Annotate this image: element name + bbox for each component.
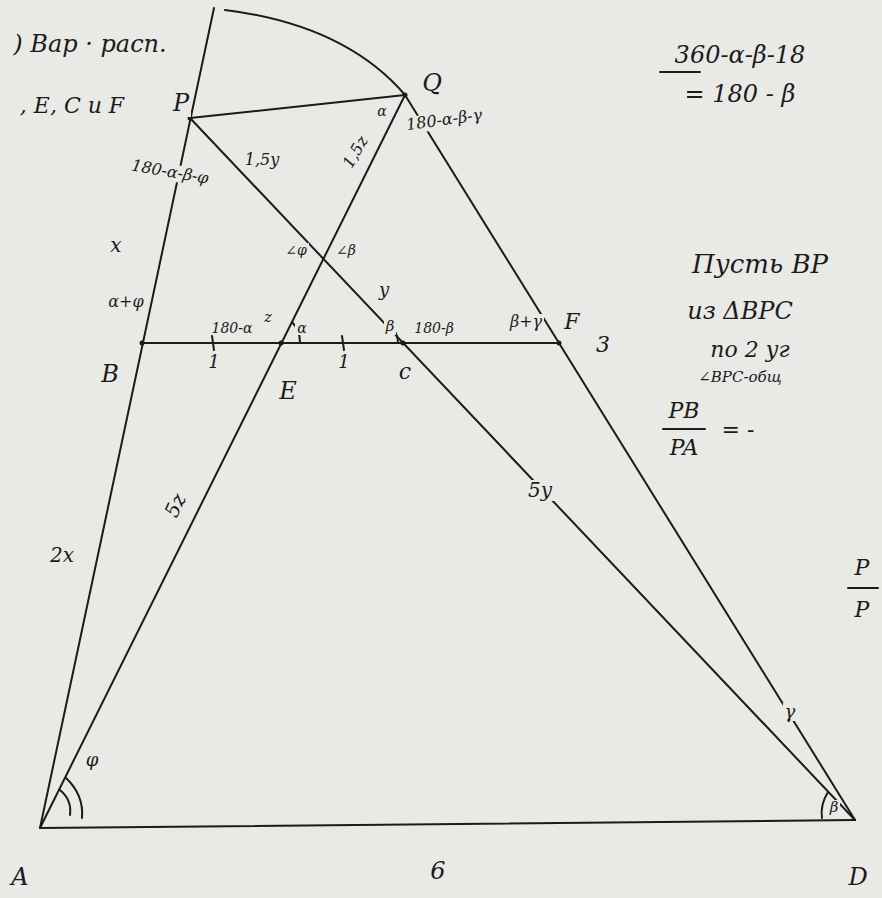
figure-label: PA — [668, 436, 701, 459]
figure-label: ∠BPC-общ — [696, 370, 783, 386]
figure-label: PB — [667, 399, 702, 422]
figure-label: β — [384, 319, 397, 335]
figure-label: 5y — [526, 480, 554, 501]
angle-arc — [66, 778, 82, 818]
tick-mark — [342, 336, 344, 350]
point — [403, 93, 408, 98]
figure-label: E — [277, 379, 299, 404]
figure-label: φ — [84, 751, 101, 770]
line-ap — [40, 8, 214, 828]
figure-label: c — [397, 360, 413, 383]
figure-label: 1 — [336, 353, 351, 372]
figure-label: Пусть BP — [690, 251, 830, 278]
figure-label: 180-α-β-γ — [403, 106, 485, 134]
circle-arc — [225, 10, 405, 95]
figure-label: α — [295, 321, 308, 336]
figure-label: = - — [720, 418, 757, 441]
point — [557, 341, 562, 346]
tick-mark — [212, 336, 214, 350]
figure-label: P — [853, 598, 872, 621]
fraction-bar — [848, 587, 878, 589]
figure-label: y — [377, 281, 391, 300]
figure-label: , E, C и F — [18, 94, 126, 117]
line-ad — [40, 820, 855, 828]
figure-label: 1 — [206, 353, 221, 372]
figure-label: β+γ — [508, 314, 544, 331]
figure-label: ∠φ — [283, 243, 309, 258]
figure-label: γ — [783, 703, 798, 722]
figure-label: ) Вар · расп. — [11, 32, 168, 57]
figure-label: B — [99, 362, 121, 387]
line-pq — [190, 95, 405, 118]
line-aq — [40, 95, 405, 828]
figure-label: 180-α — [210, 321, 255, 336]
underline — [660, 71, 700, 73]
point — [401, 341, 406, 346]
figure-label: α+φ — [106, 294, 145, 311]
point — [279, 341, 284, 346]
figure-label: 6 — [428, 859, 447, 884]
figure-label: 1,5z — [339, 131, 372, 172]
figure-label: α — [375, 104, 388, 119]
figure-label: P — [171, 91, 191, 116]
fraction-bar — [663, 428, 705, 430]
figure-label: z — [262, 310, 274, 326]
figure-label: F — [562, 310, 581, 333]
figure-label: = 180 - β — [683, 82, 798, 107]
figure-label: 180-α-β-φ — [128, 157, 212, 188]
figure-label: β — [828, 800, 841, 816]
figure-label: 360-α-β-18 — [673, 43, 808, 68]
point — [140, 341, 145, 346]
figure-label: D — [846, 865, 869, 890]
figure-label: Q — [420, 71, 444, 96]
figure-label: ∠β — [334, 243, 358, 258]
figure-label: 3 — [594, 333, 612, 356]
figure-label: по 2 уг — [708, 338, 791, 361]
figure-label: 180-β — [412, 321, 456, 336]
line-bf — [142, 342, 559, 344]
figure-label: P — [853, 556, 872, 579]
figure-label: 1,5y — [243, 152, 281, 169]
figure-label: A — [9, 865, 30, 890]
line-pd — [190, 118, 855, 820]
angle-arc — [60, 790, 70, 815]
figure-label: из ΔBPC — [685, 299, 795, 324]
figure-label: 5z — [161, 488, 192, 522]
figure-label: 2x — [48, 545, 76, 566]
line-qd — [405, 95, 855, 820]
figure-label: x — [108, 235, 123, 256]
